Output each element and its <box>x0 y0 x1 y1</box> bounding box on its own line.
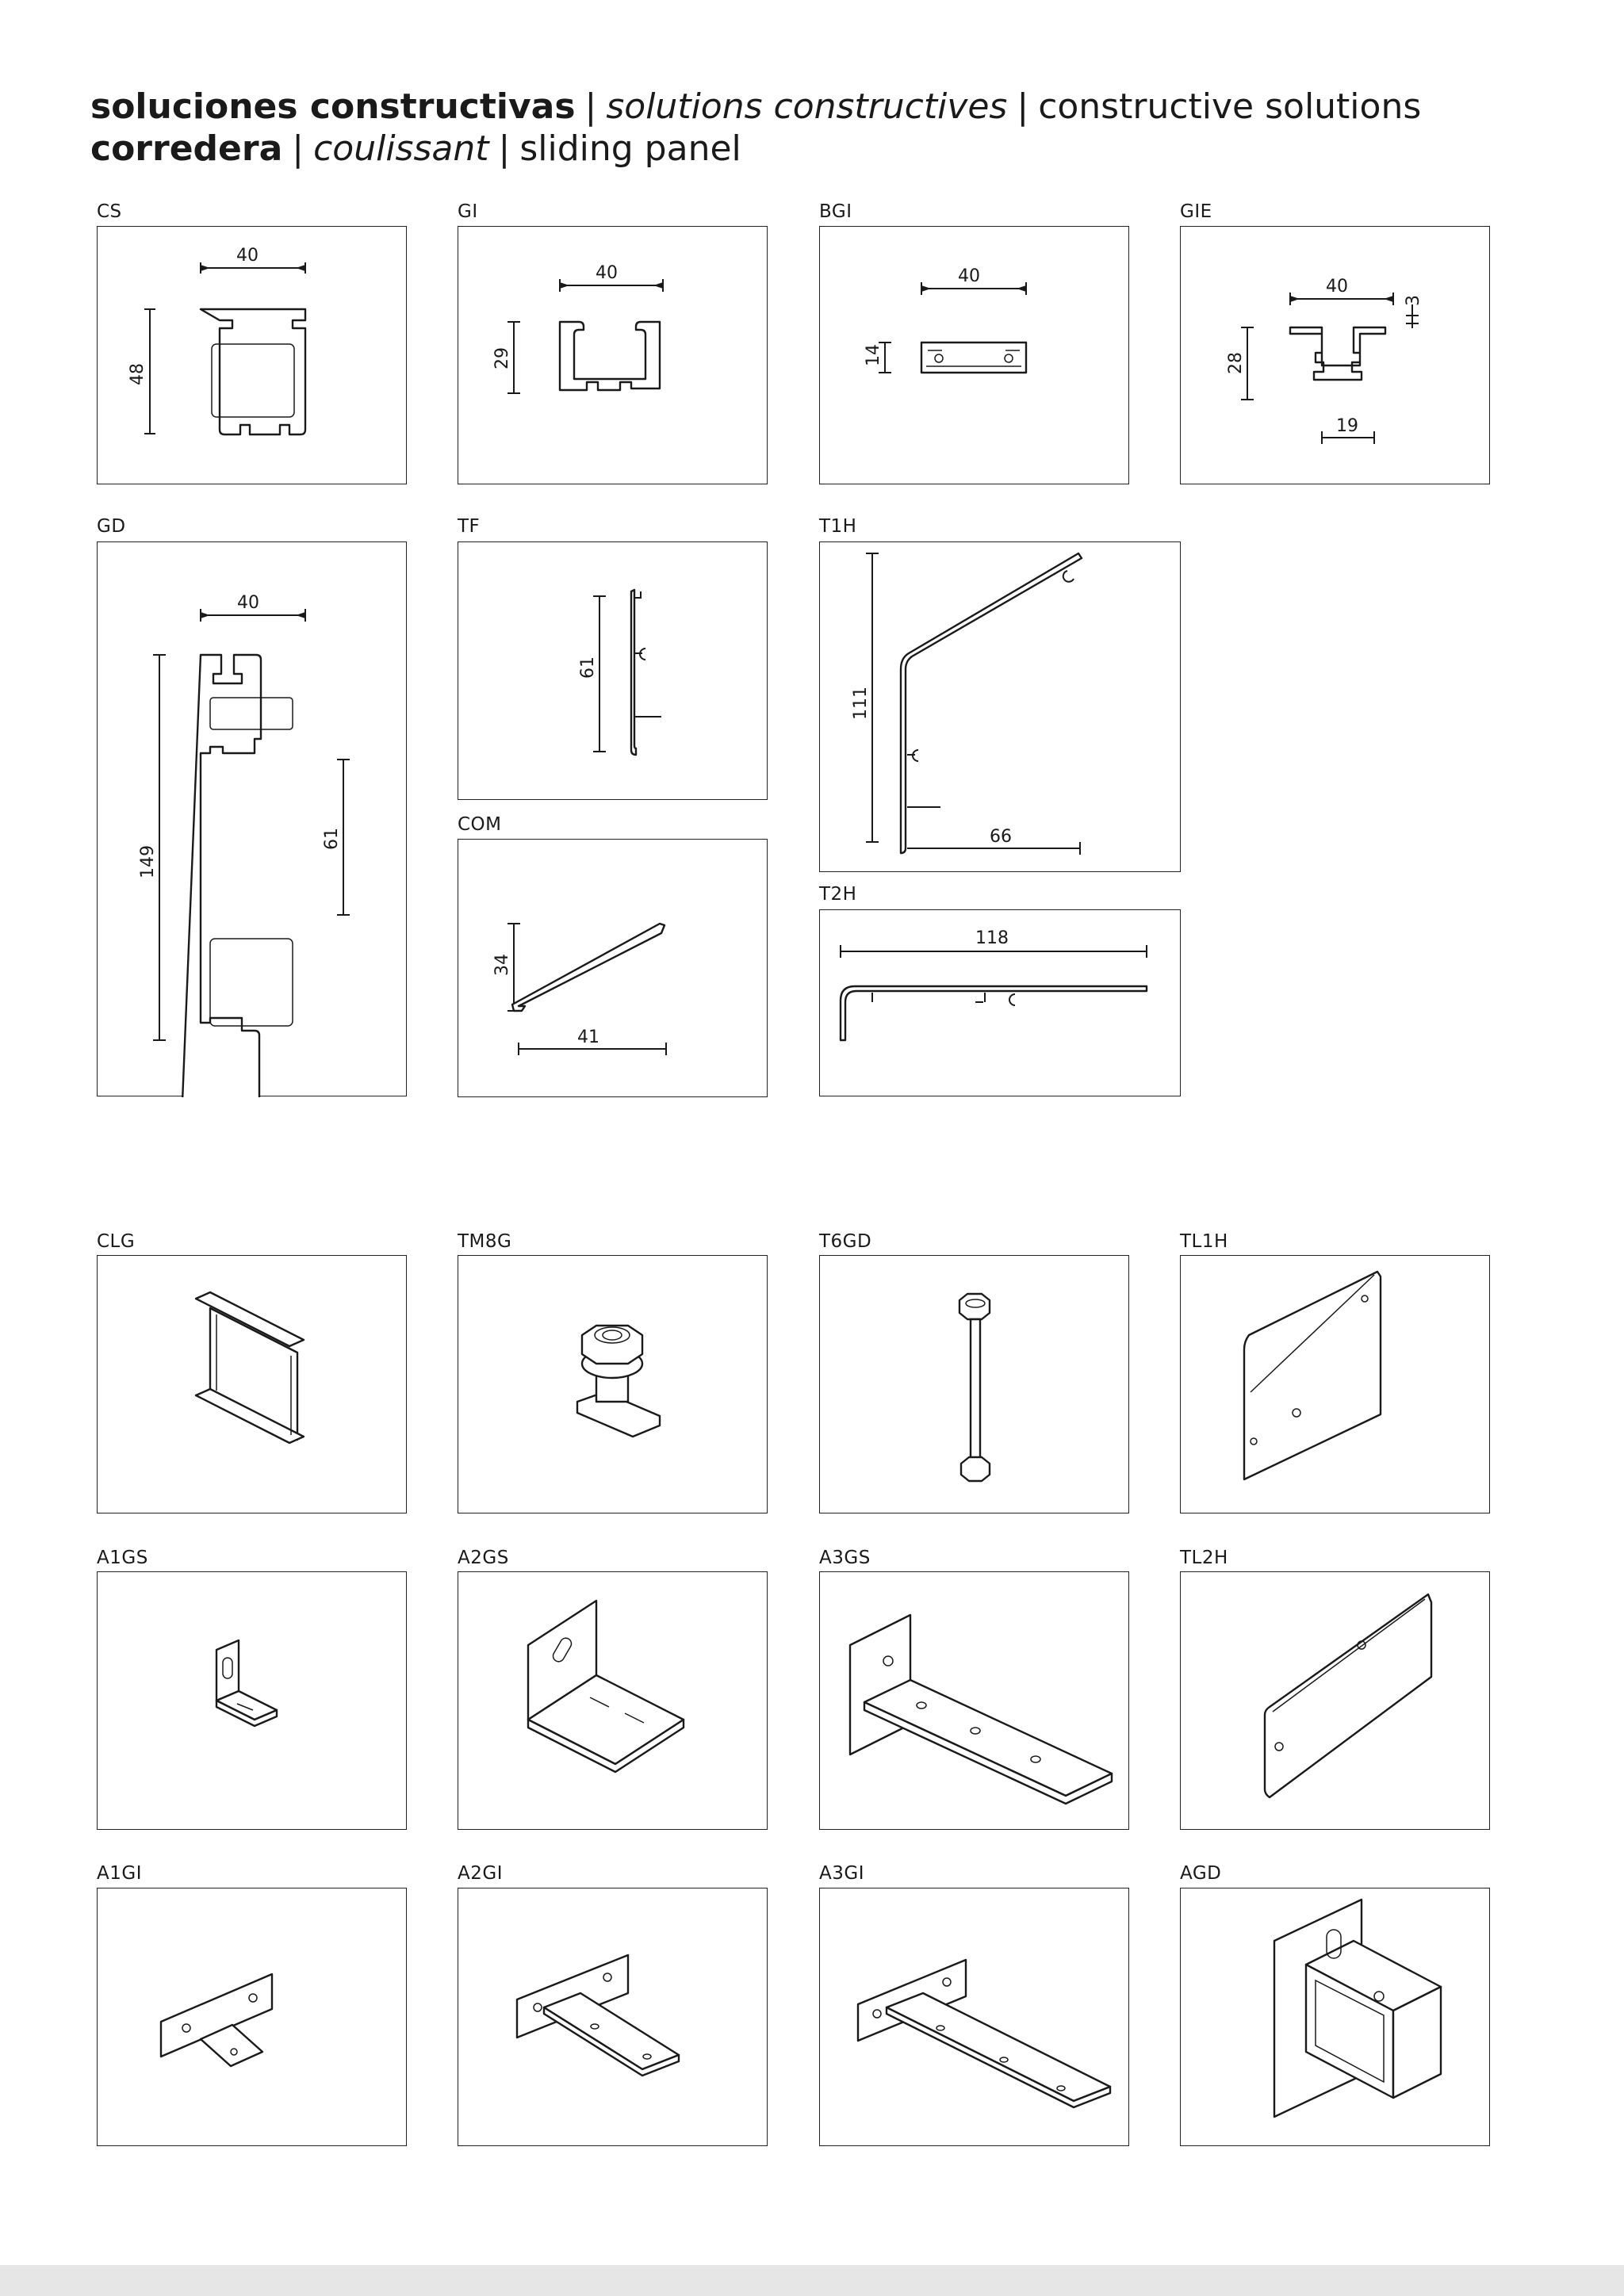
t1h-profile-icon: 111 66 <box>851 552 1083 855</box>
profile-t1h-drawing: 111 66 <box>819 541 1181 872</box>
cs-width-label: 40 <box>236 246 259 266</box>
subtitle-fr: coulissant <box>313 128 489 169</box>
a3gs-bracket-icon <box>848 1613 1113 1805</box>
tl2h-endcap-icon <box>1263 1593 1433 1799</box>
profile-tf-drawing: 61 <box>458 541 768 800</box>
accessory-code-t6gd: T6GD <box>819 1231 872 1252</box>
accessory-a1gs-drawing <box>97 1571 407 1830</box>
subtitle-en: sliding panel <box>519 128 741 169</box>
gi-height-label: 29 <box>492 347 512 369</box>
profile-code-bgi: BGI <box>819 201 852 222</box>
com-height-label: 34 <box>492 954 512 976</box>
accessory-code-a3gi: A3GI <box>819 1863 864 1884</box>
accessory-a2gs-drawing <box>458 1571 768 1830</box>
profile-t2h-drawing: 118 <box>819 909 1181 1096</box>
accessory-code-tl1h: TL1H <box>1180 1231 1228 1252</box>
profile-code-cs: CS <box>97 201 122 222</box>
accessory-code-agd: AGD <box>1180 1863 1222 1884</box>
accessory-a1gi-drawing <box>97 1888 407 2146</box>
profile-gie-drawing: 40 3 28 19 <box>1180 226 1490 484</box>
tf-height-label: 61 <box>578 656 598 679</box>
a3gi-bracket-icon <box>856 1958 1112 2109</box>
accessory-code-a2gi: A2GI <box>458 1863 503 1884</box>
accessory-t6gd-drawing <box>819 1255 1129 1513</box>
accessory-agd-drawing <box>1180 1888 1490 2146</box>
bgi-height-label: 14 <box>864 344 883 366</box>
profile-code-gd: GD <box>97 516 126 537</box>
gie-bottom-label: 19 <box>1336 416 1358 436</box>
a1gs-bracket-icon <box>215 1639 278 1728</box>
profile-bgi-drawing: 40 14 <box>819 226 1129 484</box>
accessory-code-a1gi: A1GI <box>97 1863 142 1884</box>
profile-code-gie: GIE <box>1180 201 1212 222</box>
profile-code-tf: TF <box>458 516 481 537</box>
accessory-tl1h-drawing <box>1180 1255 1490 1513</box>
accessory-tm8g-drawing <box>458 1255 768 1513</box>
accessory-code-clg: CLG <box>97 1231 136 1252</box>
t2h-width-label: 118 <box>975 928 1009 948</box>
gd-width-label: 40 <box>237 593 259 613</box>
gi-width-label: 40 <box>596 263 618 283</box>
tm8g-bolt-icon <box>576 1324 661 1438</box>
bgi-width-label: 40 <box>958 266 980 286</box>
profile-code-com: COM <box>458 814 502 835</box>
accessory-code-a3gs: A3GS <box>819 1548 871 1568</box>
accessory-code-a2gs: A2GS <box>458 1548 509 1568</box>
tf-profile-icon: 61 <box>578 588 661 756</box>
profile-code-t1h: T1H <box>819 516 857 537</box>
accessory-clg-drawing <box>97 1255 407 1513</box>
agd-bracket-icon <box>1273 1898 1442 2118</box>
accessory-tl2h-drawing <box>1180 1571 1490 1830</box>
profile-code-gi: GI <box>458 201 478 222</box>
gi-profile-icon: 40 29 <box>492 263 664 394</box>
a2gs-bracket-icon <box>527 1599 685 1774</box>
gie-profile-icon: 40 3 28 19 <box>1226 277 1423 444</box>
t2h-profile-icon: 118 <box>839 928 1148 1042</box>
page-footer-band <box>0 2265 1624 2296</box>
gd-height-label: 149 <box>138 845 158 878</box>
t1h-width-label: 66 <box>990 827 1012 847</box>
a2gi-bracket-icon <box>515 1954 680 2077</box>
page-title-line2: corredera|coulissant|sliding panel <box>90 128 741 169</box>
t1h-height-label: 111 <box>851 687 871 720</box>
gd-profile-icon: 40 149 61 <box>138 593 350 1097</box>
title-es: soluciones constructivas <box>90 86 576 127</box>
t6gd-rod-icon <box>958 1292 991 1483</box>
accessory-a3gs-drawing <box>819 1571 1129 1830</box>
gie-height-label: 28 <box>1226 352 1246 374</box>
title-fr: solutions constructives <box>606 86 1008 127</box>
page-title-line1: soluciones constructivas|solutions const… <box>90 86 1422 127</box>
accessory-a2gi-drawing <box>458 1888 768 2146</box>
profile-code-t2h: T2H <box>819 884 857 905</box>
cs-profile-icon: 40 48 <box>128 246 307 436</box>
a1gi-bracket-icon <box>159 1973 274 2068</box>
com-profile-icon: 34 41 <box>492 922 667 1055</box>
accessory-a3gi-drawing <box>819 1888 1129 2146</box>
accessory-code-a1gs: A1GS <box>97 1548 148 1568</box>
subtitle-es: corredera <box>90 128 283 169</box>
clg-bracket-icon <box>194 1291 305 1445</box>
profile-cs-drawing: 40 48 <box>97 226 407 484</box>
accessory-code-tm8g: TM8G <box>458 1231 512 1252</box>
profile-gi-drawing: 40 29 <box>458 226 768 484</box>
profile-com-drawing: 34 41 <box>458 839 768 1097</box>
com-width-label: 41 <box>577 1027 599 1047</box>
tl1h-endcap-icon <box>1243 1270 1382 1481</box>
title-en: constructive solutions <box>1038 86 1422 127</box>
gd-inner-label: 61 <box>322 828 342 850</box>
profile-gd-drawing: 40 149 61 <box>97 541 407 1097</box>
cs-height-label: 48 <box>128 363 147 385</box>
accessory-code-tl2h: TL2H <box>1180 1548 1228 1568</box>
gie-width-label: 40 <box>1326 277 1348 297</box>
bgi-profile-icon: 40 14 <box>864 266 1028 374</box>
gie-lip-label: 3 <box>1404 295 1423 306</box>
